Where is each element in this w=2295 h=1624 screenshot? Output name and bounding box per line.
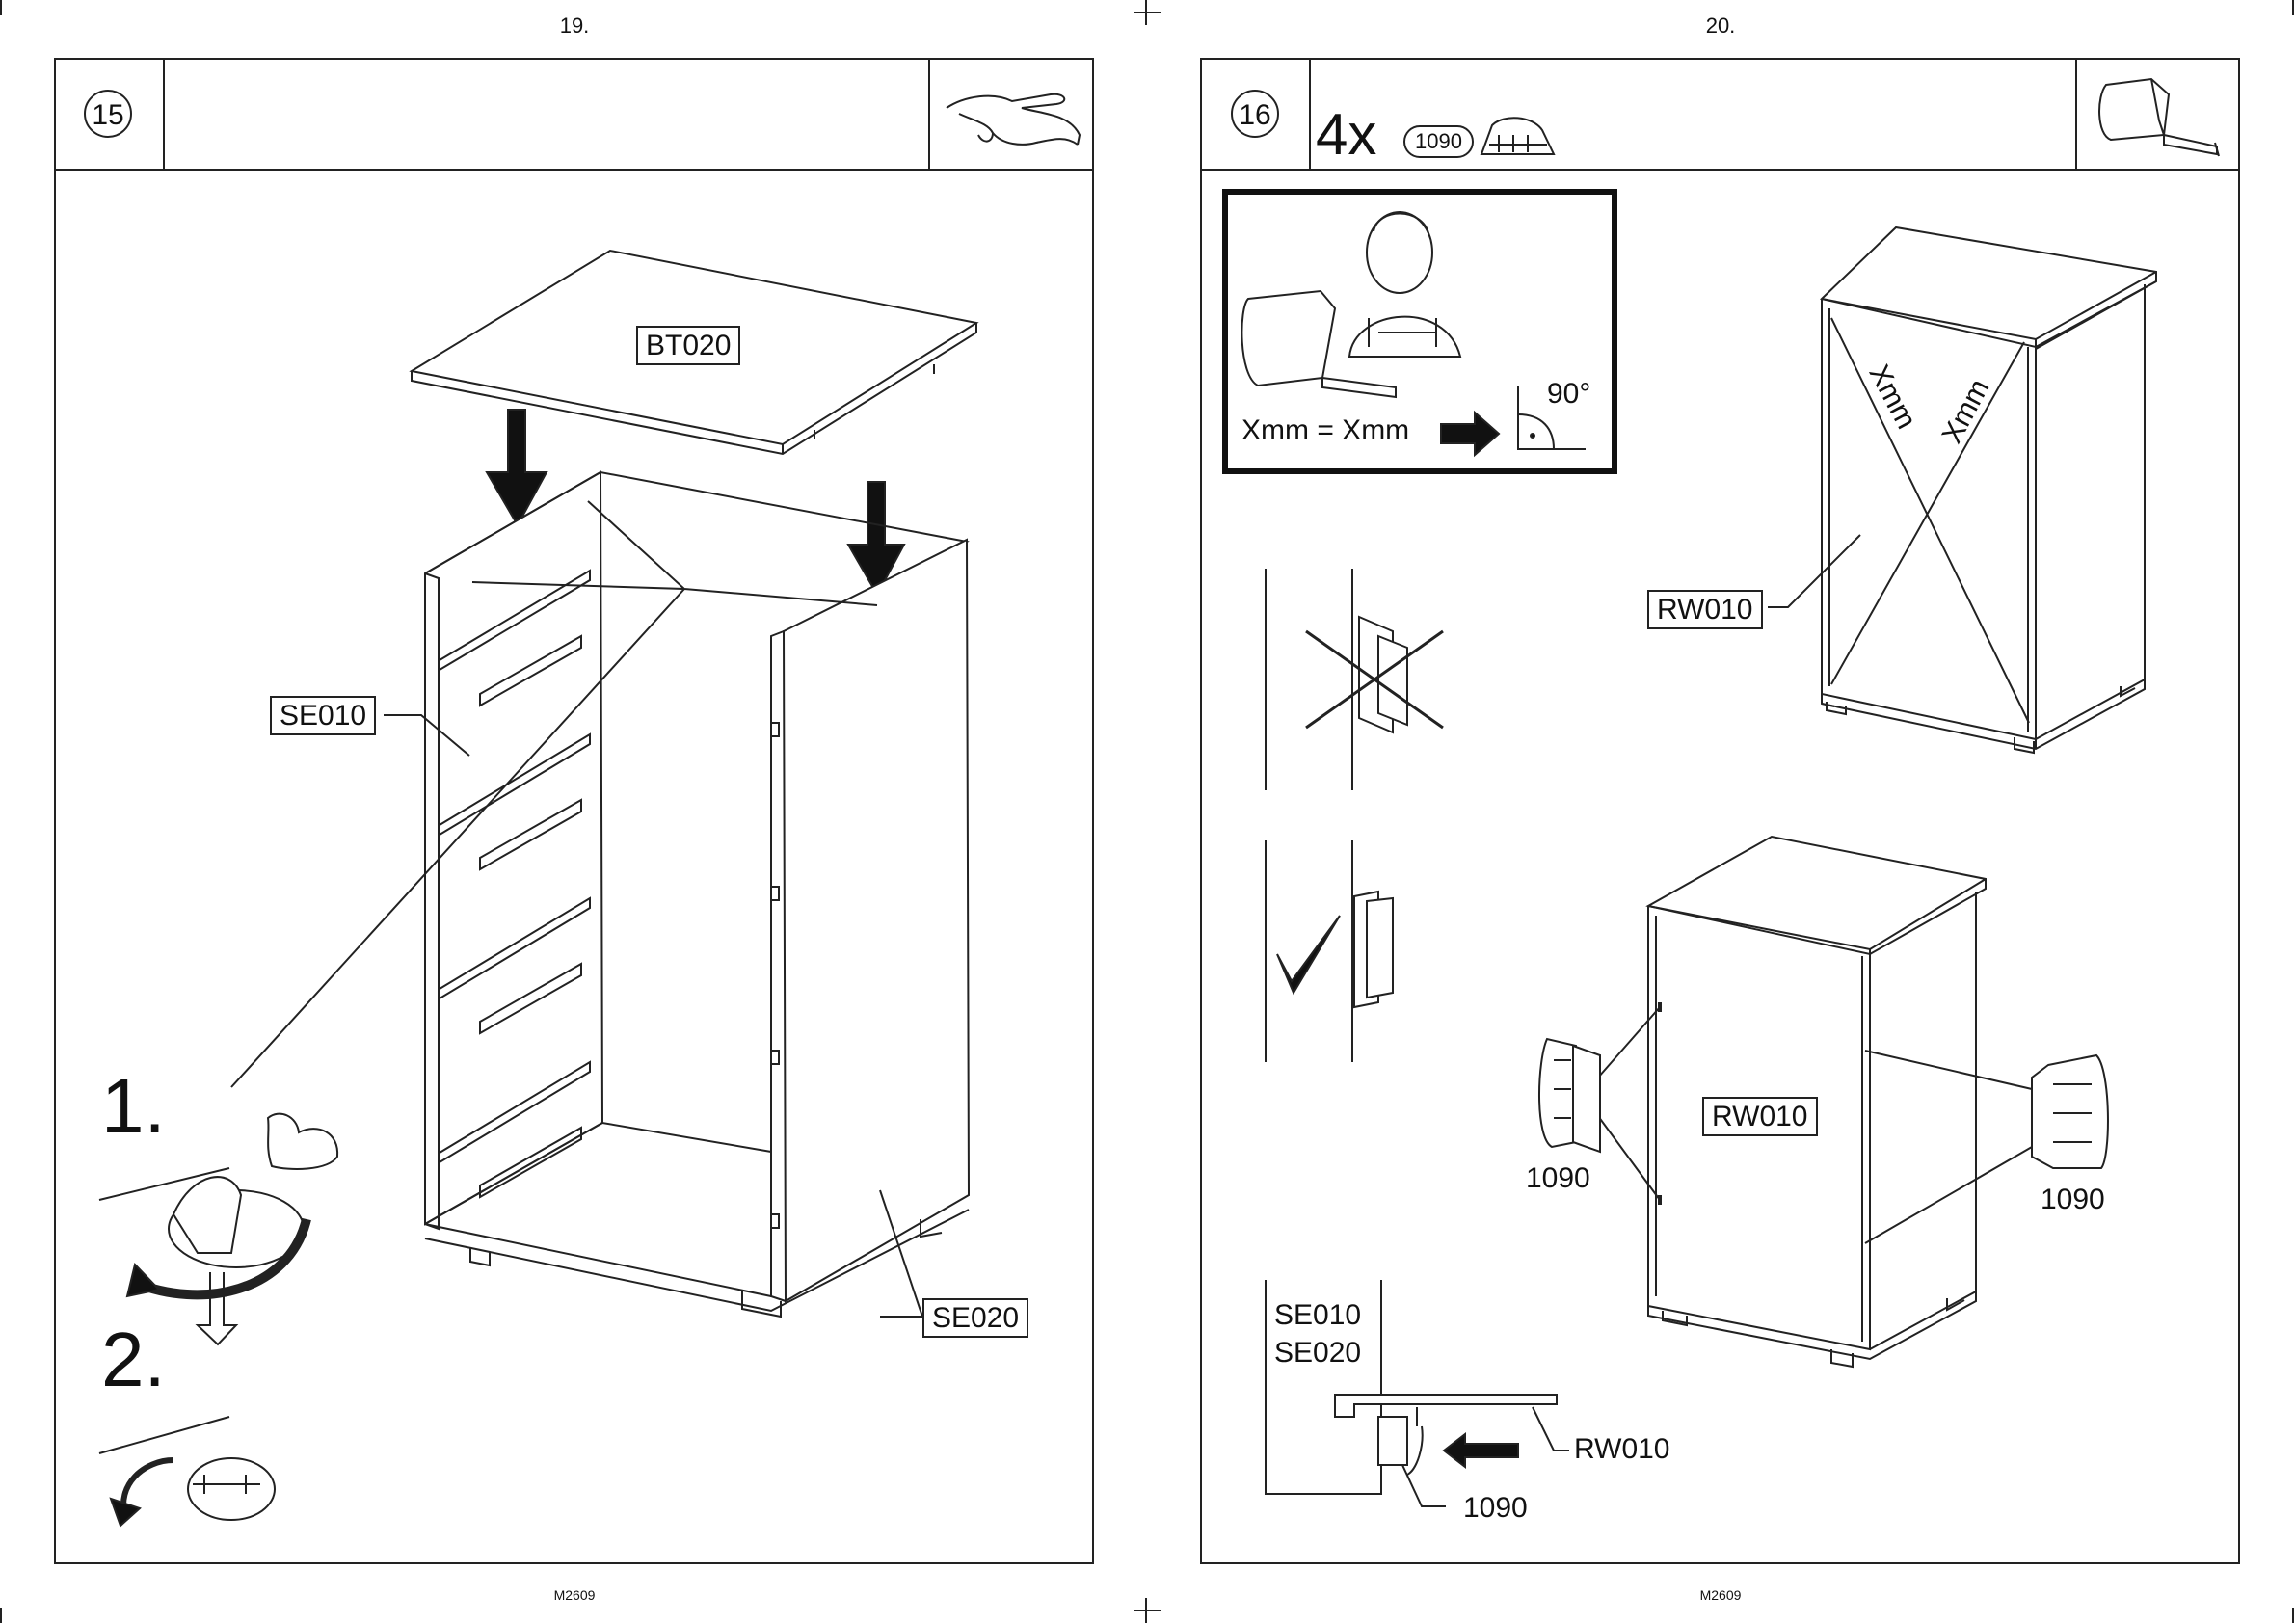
part-label-rw010-top: RW010 (1647, 590, 1763, 629)
step-label-1: 1. (101, 1062, 166, 1151)
part-code-badge: 1090 (1403, 125, 1474, 158)
detail-label-rw010: RW010 (1574, 1433, 1670, 1466)
step-header (54, 58, 1094, 171)
detail-label-se010: SE010 (1274, 1299, 1361, 1332)
detail-label-se020: SE020 (1274, 1337, 1361, 1370)
quantity-label: 4x (1316, 101, 1376, 168)
angle-label: 90° (1547, 378, 1590, 411)
part-label-bt020: BT020 (636, 326, 740, 365)
step-number: 16 (1231, 90, 1279, 138)
page-number: 20. (1624, 13, 1817, 39)
crop-mark (0, 1608, 2, 1623)
step-label-2: 2. (101, 1316, 166, 1404)
clip-label-left: 1090 (1526, 1162, 1590, 1195)
crop-mark (1134, 12, 1161, 13)
footer-code: M2609 (478, 1587, 671, 1603)
footer-code: M2609 (1624, 1587, 1817, 1603)
crop-mark (2292, 1608, 2294, 1623)
clip-label-right: 1090 (2041, 1184, 2105, 1216)
part-label-se020: SE020 (922, 1298, 1028, 1338)
header-divider (1309, 58, 1311, 171)
equation-label: Xmm = Xmm (1241, 414, 1409, 447)
step-number: 15 (84, 90, 132, 138)
crop-mark (1134, 1610, 1161, 1611)
header-divider (163, 58, 165, 171)
crop-mark (2292, 0, 2294, 15)
page-number: 19. (478, 13, 671, 39)
header-divider (2075, 58, 2077, 171)
part-label-rw010-bottom: RW010 (1702, 1097, 1818, 1136)
cross-section-detail (0, 0, 1, 1)
part-label-se010: SE010 (270, 696, 376, 735)
crop-mark (0, 0, 2, 15)
header-divider (928, 58, 930, 171)
detail-label-1090: 1090 (1463, 1492, 1528, 1525)
